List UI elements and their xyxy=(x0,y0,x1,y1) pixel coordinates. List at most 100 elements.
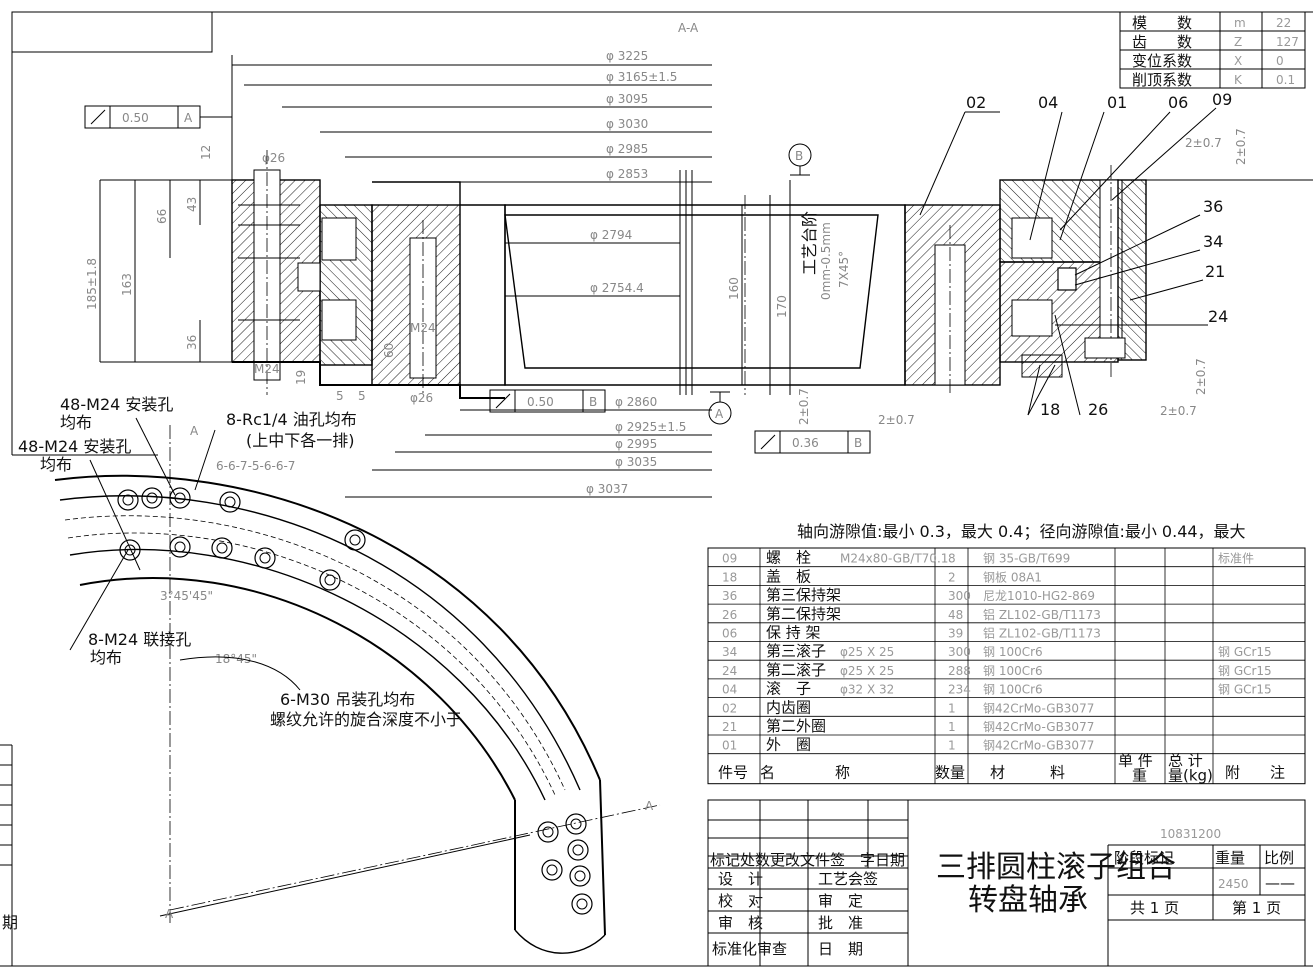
part-no: 18 xyxy=(722,570,737,584)
dim-h160: 160 xyxy=(727,277,741,300)
note-2b: 均布 xyxy=(40,455,72,474)
callout-02: 02 xyxy=(966,93,986,112)
dim-h60: 60 xyxy=(382,343,396,358)
sheet-number: 第 1 页 xyxy=(1232,899,1281,917)
tf2-value: 0.50 xyxy=(527,395,554,409)
hdr-total: 总 计 xyxy=(1168,752,1203,770)
datum-b: B xyxy=(788,143,812,176)
part-spec: M24x80-GB/T70.1 xyxy=(840,552,948,566)
tol-2: 2±0.7 xyxy=(878,413,915,427)
gp-sym-0: m xyxy=(1234,16,1246,30)
weight-value: 2450 xyxy=(1218,877,1249,891)
sheet-count: 共 1 页 xyxy=(1130,899,1179,917)
part-name: 保 持 架 xyxy=(766,624,821,642)
part-note: 钢 GCr15 xyxy=(1218,664,1272,678)
part-material: 钢 100Cr6 xyxy=(983,645,1043,659)
part-name: 第三保持架 xyxy=(766,586,841,604)
part-name: 第二外圈 xyxy=(766,717,826,735)
parts-header: 件号名 称数量材 料单 件重总 计量(kg)附 注 xyxy=(718,752,1285,785)
tolerance-frame-2: 0.50 B xyxy=(489,389,606,413)
dim-d3165: φ 3165±1.5 xyxy=(606,70,677,84)
left-cross-section xyxy=(231,150,506,399)
tol-1: 2±0.7 xyxy=(797,388,811,425)
part-qty: 288 xyxy=(948,664,971,678)
hdr-unit: 单 件 xyxy=(1118,752,1153,770)
part-material: 钢板 08A1 xyxy=(983,570,1042,584)
craft-step-2: 0mm-0.5mm xyxy=(819,222,833,300)
weight-label: 重量 xyxy=(1215,849,1245,867)
left-stamp: 期 xyxy=(2,913,18,932)
approve-label: 批 准 xyxy=(818,914,863,932)
scale-label: 比例 xyxy=(1264,849,1294,867)
part-spec: φ32 X 32 xyxy=(840,683,894,697)
part-no: 04 xyxy=(722,683,737,697)
part-qty: 300 xyxy=(948,645,971,659)
part-no: 21 xyxy=(722,720,737,734)
part-note: 标准件 xyxy=(1218,552,1254,566)
part-material: 钢 100Cr6 xyxy=(983,683,1043,697)
tol-6: 2±0.7 xyxy=(1234,128,1248,165)
datum-a: A xyxy=(708,391,732,425)
stage-label: 阶段标记 xyxy=(1114,849,1174,867)
bolt-hole-8 xyxy=(319,569,341,591)
clearance-note: 轴向游隙值:最小 0.3，最大 0.4；径向游隙值:最小 0.44，最大 xyxy=(797,522,1246,541)
svg-text:A: A xyxy=(190,424,199,438)
svg-text:A: A xyxy=(165,907,174,921)
gp-sym-2: X xyxy=(1234,54,1242,68)
bolt-hole-15 xyxy=(541,859,563,881)
part-no: 02 xyxy=(722,701,737,715)
gp-sym-1: Z xyxy=(1234,35,1242,49)
dim-h5a: 5 xyxy=(336,389,344,403)
gp-val-0: 22 xyxy=(1276,16,1291,30)
dim-h43: 43 xyxy=(185,197,199,212)
part-qty: 8 xyxy=(948,552,956,566)
dim-h66: 66 xyxy=(155,209,169,224)
gp-name-3: 削顶系数 xyxy=(1132,71,1192,89)
section-label: A-A xyxy=(678,21,699,35)
part-spec: φ25 X 25 xyxy=(840,664,894,678)
part-name: 第二保持架 xyxy=(766,605,841,623)
audit-label: 审 核 xyxy=(718,914,763,932)
part-name: 滚 子 xyxy=(766,680,811,698)
callout-26: 26 xyxy=(1088,400,1108,419)
part-no: 26 xyxy=(722,608,737,622)
tol-4: 2±0.7 xyxy=(1194,358,1208,395)
tol-3: 2±0.7 xyxy=(1160,404,1197,418)
callout-01: 01 xyxy=(1107,93,1127,112)
note-1: 48-M24 安装孔 xyxy=(60,395,173,414)
drawing-frame: 期 xyxy=(0,11,1313,967)
part-no: 09 xyxy=(722,552,737,566)
bolt-hole-3 xyxy=(219,491,241,513)
dim-m24b: M24 xyxy=(410,321,436,335)
callout-24: 24 xyxy=(1208,307,1228,326)
callout-04: 04 xyxy=(1038,93,1058,112)
gp-name-1: 齿 数 xyxy=(1132,33,1192,51)
callout-36: 36 xyxy=(1203,197,1223,216)
note-3b: (上中下各一排) xyxy=(246,431,355,450)
craft-label: 工艺会签 xyxy=(818,870,878,888)
part-no: 01 xyxy=(722,739,737,753)
hdr-total-2: 量(kg) xyxy=(1168,767,1213,785)
part-name: 第三滚子 xyxy=(766,642,826,660)
revision-header: 标记处数更改文件签 字日期 xyxy=(710,851,905,869)
part-note: 钢 GCr15 xyxy=(1218,683,1272,697)
svg-text:A: A xyxy=(715,407,724,421)
part-callouts: 02 04 01 06 09 36 34 21 24 18 26 xyxy=(919,90,1232,419)
std-label: 标准化审查 xyxy=(712,940,787,958)
bolt-hole-12 xyxy=(569,865,591,887)
tolerance-frame-1: 0.50 A xyxy=(84,105,232,129)
note-2: 48-M24 安装孔 xyxy=(18,437,131,456)
part-name: 内齿圈 xyxy=(766,698,811,716)
note-6: 6-M30 吊装孔均布 xyxy=(280,690,415,709)
part-qty: 39 xyxy=(948,627,963,641)
gp-val-3: 0.1 xyxy=(1276,73,1295,87)
right-cross-section xyxy=(904,165,1313,395)
note-6b: 螺纹允许的旋合深度不小于 xyxy=(270,710,462,729)
note-3: 8-Rc1/4 油孔均布 xyxy=(226,410,357,429)
tf3-datum: B xyxy=(854,436,862,450)
note-5b: 均布 xyxy=(90,648,122,667)
